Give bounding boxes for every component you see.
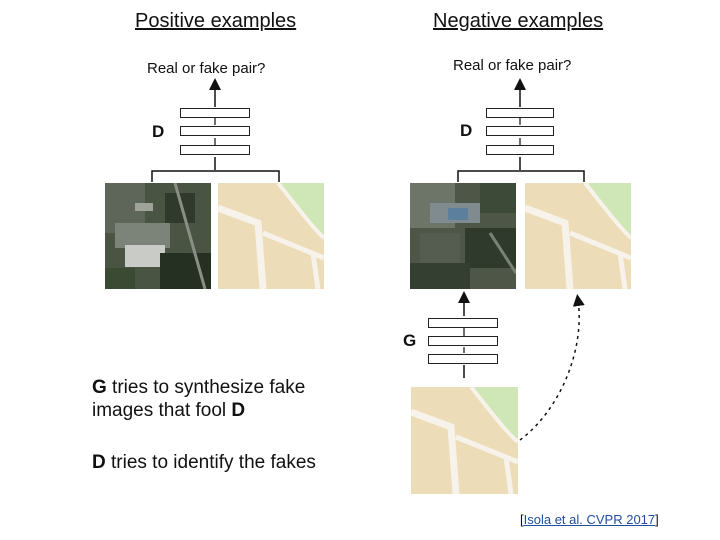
caption-d-bold-2: D — [92, 452, 106, 473]
caption-line-2: images that fool D — [92, 399, 245, 422]
negative-heading: Negative examples — [433, 10, 604, 32]
negative-bracket — [457, 170, 585, 182]
negative-d-label: D — [460, 121, 473, 140]
caption-line-2-text: images that fool — [92, 400, 232, 421]
caption-line-3: D tries to identify the fakes — [92, 451, 316, 474]
citation-open-bracket: [ — [520, 512, 524, 527]
negative-d-layer-1 — [486, 108, 554, 118]
positive-question: Real or fake pair? — [147, 60, 266, 77]
positive-bracket — [151, 170, 280, 182]
positive-map — [218, 183, 324, 289]
positive-d-layer-1 — [180, 108, 250, 118]
g-label: G — [403, 331, 417, 350]
citation-close-bracket: ] — [655, 512, 659, 527]
negative-d-layer-3 — [486, 145, 554, 155]
negative-question: Real or fake pair? — [453, 57, 572, 74]
caption-line-1-text: tries to synthesize fake — [106, 377, 306, 398]
positive-d-layer-3 — [180, 145, 250, 155]
positive-d-layer-2 — [180, 126, 250, 136]
citation-link[interactable]: Isola et al. CVPR 2017 — [523, 512, 656, 527]
g-layer-2 — [428, 336, 498, 346]
g-layer-1 — [428, 318, 498, 328]
g-input-map — [411, 387, 518, 494]
caption-line-3-text: tries to identify the fakes — [105, 452, 316, 473]
condition-dashed-arrow — [519, 294, 585, 441]
negative-map — [525, 183, 631, 289]
caption-g-bold: G — [92, 377, 107, 398]
positive-heading: Positive examples — [135, 10, 297, 32]
caption-line-1: G tries to synthesize fake — [92, 376, 305, 399]
positive-aerial-photo — [105, 183, 211, 289]
negative-fake-aerial-photo — [410, 183, 516, 289]
citation: [Isola et al. CVPR 2017] — [520, 512, 659, 527]
caption-d-bold: D — [231, 400, 246, 421]
positive-d-label: D — [152, 122, 165, 141]
g-layer-3 — [428, 354, 498, 364]
negative-d-layer-2 — [486, 126, 554, 136]
